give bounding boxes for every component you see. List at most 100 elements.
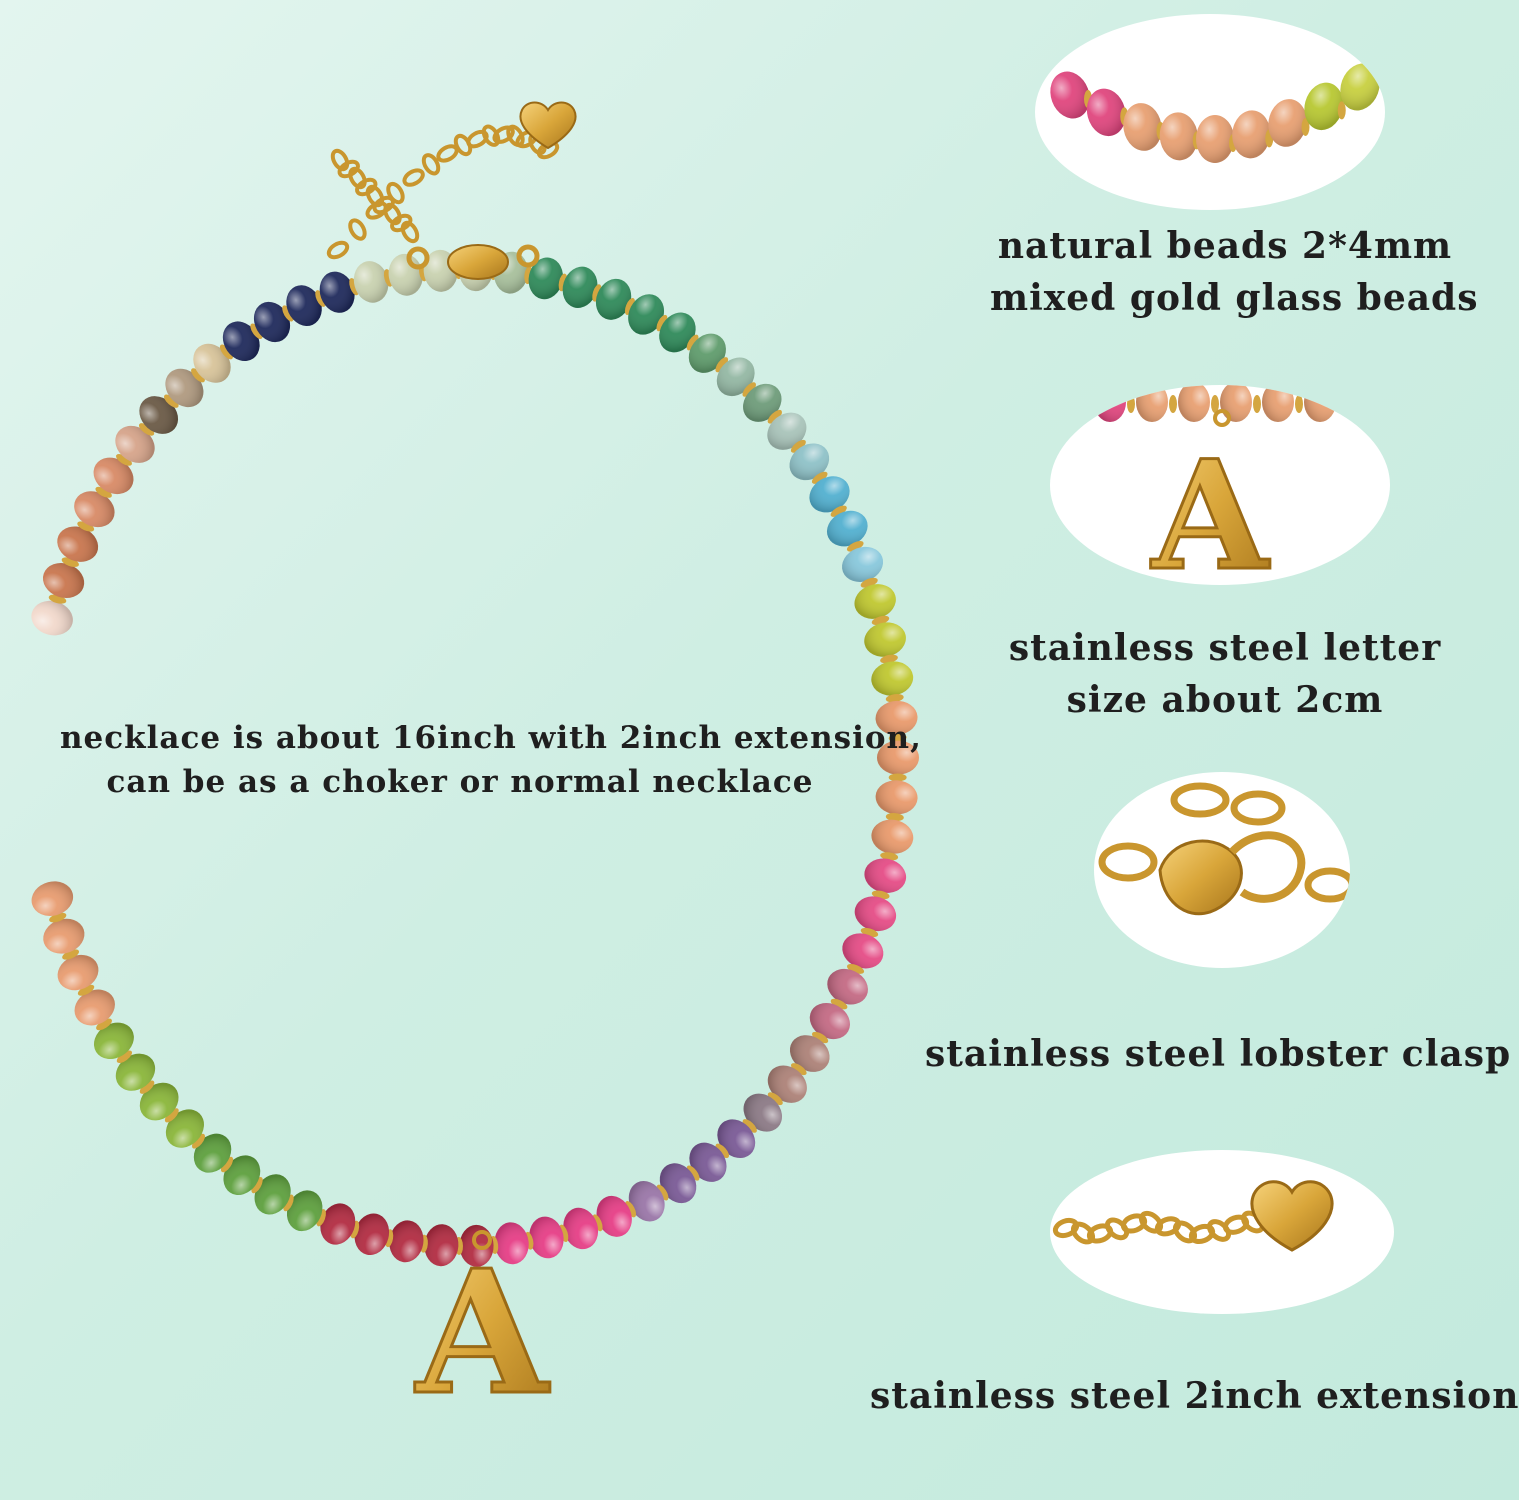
gold-spacer-bead	[715, 1143, 730, 1159]
bead	[688, 333, 726, 373]
chain-link	[436, 144, 459, 163]
letter-pendant-closeup: A	[1050, 385, 1390, 585]
gold-spacer-bead	[624, 298, 635, 315]
gold-spacer-bead	[830, 505, 847, 517]
gold-spacer-bead	[77, 521, 95, 532]
gold-spacer-bead	[116, 454, 132, 466]
bead	[875, 700, 918, 735]
chain-link	[492, 125, 515, 144]
bead	[871, 819, 914, 854]
bead	[659, 312, 696, 353]
gold-spacer-bead	[1337, 101, 1346, 120]
bead	[864, 858, 907, 893]
chain-link	[400, 220, 420, 244]
bead	[1268, 99, 1307, 147]
gold-spacer-bead	[1253, 395, 1261, 413]
bead	[222, 321, 260, 362]
gold-spacer-bead	[880, 654, 898, 664]
extension-chain-closeup	[1050, 1150, 1394, 1314]
clasp-caption: stainless steel lobster clasp	[925, 1028, 1510, 1080]
extension-caption: stainless steel 2inch extension	[870, 1370, 1518, 1422]
heart-charm	[519, 101, 577, 150]
bead	[354, 1213, 390, 1256]
bead	[1178, 385, 1210, 422]
chain-link	[386, 181, 405, 205]
bead	[74, 491, 115, 528]
gold-spacer-bead	[846, 541, 864, 552]
bead	[223, 1155, 261, 1195]
bead	[809, 1002, 850, 1040]
bead	[253, 301, 291, 343]
chain-link	[326, 240, 350, 260]
bead	[1050, 71, 1090, 119]
gold-spacer-bead	[282, 305, 294, 322]
bead	[716, 357, 755, 397]
bead	[875, 780, 918, 815]
chain-link	[1120, 1213, 1148, 1234]
bead	[628, 294, 665, 335]
gold-spacer-bead	[880, 852, 899, 861]
bead	[864, 622, 906, 657]
bead	[562, 266, 598, 308]
gold-spacer-bead	[1169, 395, 1177, 413]
gold-spacer-bead	[116, 1050, 133, 1064]
bead	[74, 989, 115, 1026]
chain-link	[421, 153, 441, 176]
bead	[1262, 385, 1294, 422]
gold-spacer-bead	[812, 1031, 829, 1044]
gold-spacer-bead	[790, 439, 806, 453]
gold-spacer-bead	[250, 323, 263, 340]
caption-line: size about 2cm	[1066, 679, 1384, 721]
bead	[876, 740, 919, 775]
extension-chain	[326, 124, 560, 260]
beads-caption: natural beads 2*4mm mixed gold glass bea…	[990, 220, 1479, 324]
gold-spacer-bead	[656, 1184, 669, 1201]
bead	[809, 476, 850, 513]
gold-spacer-bead	[888, 733, 907, 742]
gold-spacer-bead	[686, 334, 699, 351]
gold-spacer-bead	[220, 1156, 234, 1173]
gold-spacer-bead	[164, 394, 179, 408]
bead	[1304, 385, 1336, 422]
gold-spacer-bead	[1301, 117, 1310, 136]
bead	[319, 271, 355, 313]
letter-pendant: A	[413, 1230, 552, 1435]
lobster-clasp	[406, 244, 540, 280]
bead	[767, 412, 807, 450]
bead	[1123, 103, 1162, 151]
bead	[854, 584, 896, 619]
bead	[1136, 385, 1168, 422]
gold-spacer-bead	[191, 368, 205, 383]
bead	[42, 563, 85, 598]
bead	[115, 425, 155, 463]
chain-link	[330, 148, 350, 172]
bead	[353, 261, 389, 303]
jump-ring	[1213, 409, 1231, 427]
bead	[842, 546, 884, 582]
gold-spacer-bead	[885, 813, 904, 822]
bead	[1232, 110, 1271, 159]
bead	[1159, 112, 1198, 161]
gold-spacer-bead	[1379, 395, 1387, 413]
gold-spacer-bead	[860, 577, 878, 588]
bead	[528, 257, 563, 300]
chain-link	[365, 184, 385, 208]
gold-spacer-bead	[767, 409, 782, 424]
bead	[165, 368, 204, 408]
gold-spacer-bead	[315, 290, 326, 307]
bead	[1094, 385, 1126, 422]
bead	[93, 1022, 134, 1060]
bead	[57, 954, 99, 991]
gold-spacer-bead	[192, 1133, 206, 1149]
gold-spacer-bead	[811, 471, 828, 484]
gold-spacer-bead	[283, 1194, 294, 1212]
bead	[424, 1224, 459, 1267]
gold-spacer-bead	[742, 382, 756, 397]
gold-spacer-bead	[885, 693, 904, 703]
bead-strand	[31, 249, 919, 1267]
bead	[115, 1053, 156, 1091]
bead	[563, 1207, 599, 1250]
bead	[529, 1216, 564, 1259]
caption-line: mixed gold glass beads	[990, 277, 1479, 319]
gold-spacer-bead	[62, 949, 79, 960]
